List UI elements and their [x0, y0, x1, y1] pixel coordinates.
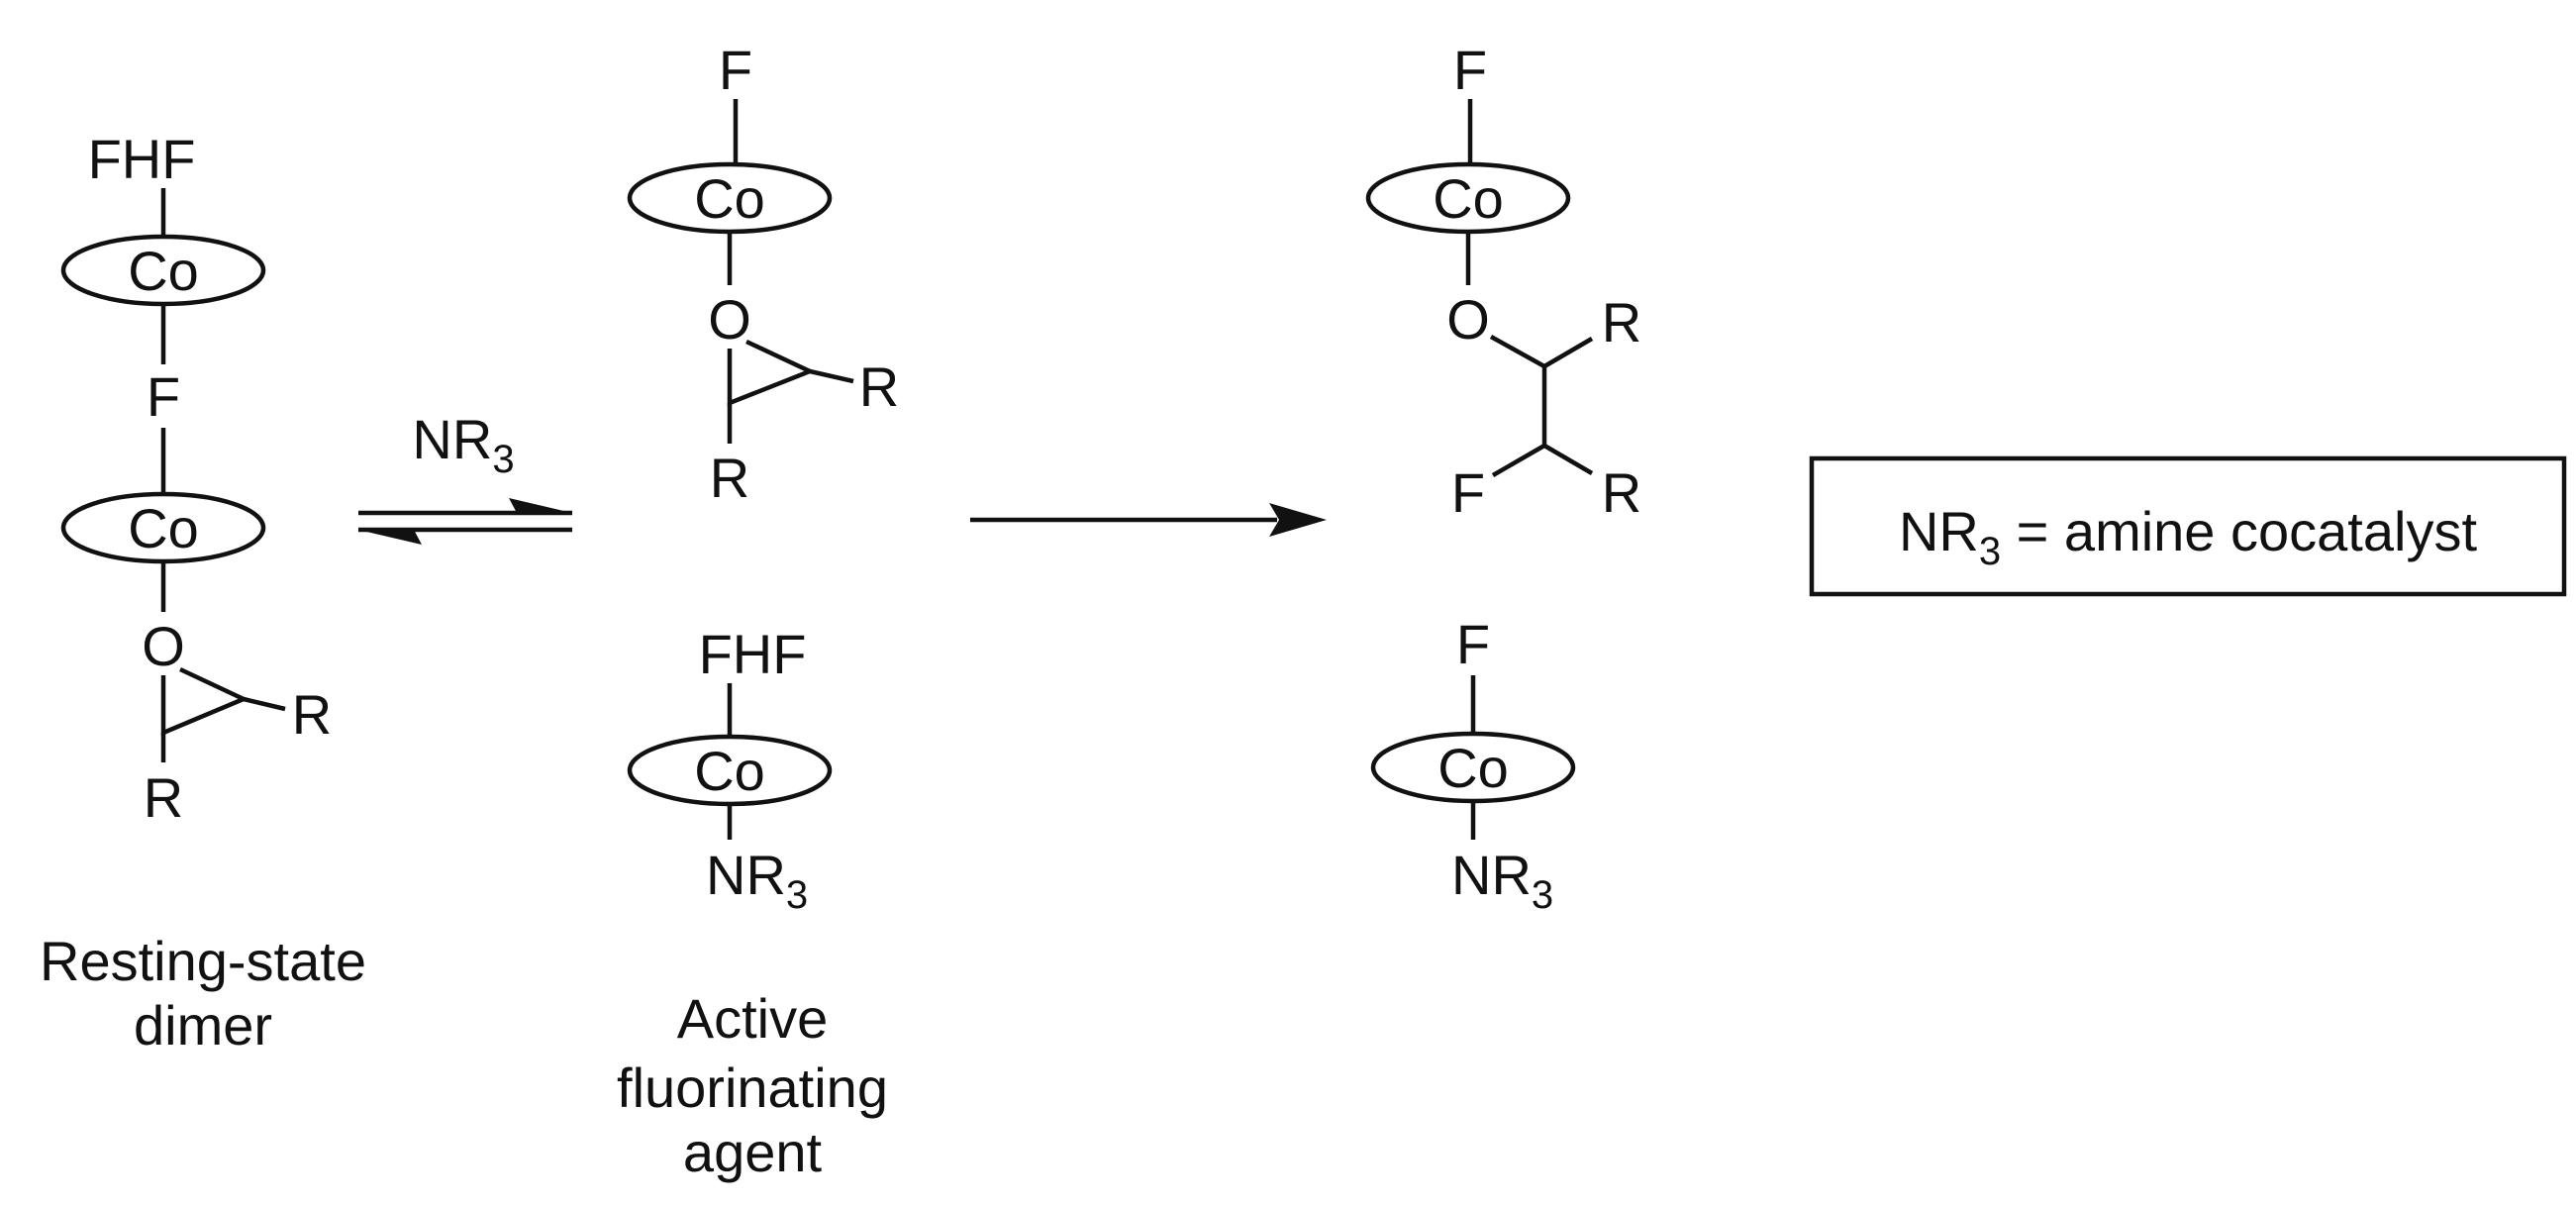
nr3-ligand-label: NR3 [1451, 844, 1553, 917]
caption-resting-line1: Resting-state [40, 930, 366, 992]
reaction-arrow-head [1269, 503, 1327, 537]
bond-c2-r [1542, 444, 1594, 475]
r-label: R [859, 355, 899, 418]
forward-arrow-half-head [509, 498, 572, 513]
equilibrium-arrows: NR3 [358, 408, 572, 545]
legend-frame [1809, 455, 2567, 597]
reaction-arrow [970, 503, 1327, 537]
resting-state-dimer: FHF Co F Co O R R [60, 128, 332, 829]
alkoxide-o-label: O [1446, 288, 1490, 351]
co-label: Co [1433, 167, 1504, 230]
nr3-reagent-label: NR3 [412, 408, 514, 481]
fluorohydrin-complex: F Co O R F R [1365, 39, 1641, 524]
f-label: F [1451, 461, 1485, 524]
resting-state-caption: Resting-state dimer [40, 930, 366, 1057]
active-agent-caption: Active fluorinating agent [617, 987, 888, 1183]
r-label: R [710, 447, 749, 509]
epoxide-o-label: O [708, 288, 751, 351]
bridging-f-label: F [147, 365, 180, 428]
fhf-label: FHF [699, 623, 807, 685]
bond-o-c1 [1489, 335, 1546, 368]
caption-resting-line2: dimer [134, 994, 272, 1057]
co-f-epoxide-complex: F Co O R R [627, 39, 899, 509]
co-label: Co [1437, 737, 1509, 799]
epoxide-o-label: O [142, 615, 185, 677]
nr3-ligand-label: NR3 [706, 844, 808, 917]
epoxide-ring-bonds [160, 666, 249, 737]
legend-text: NR3 = amine cocatalyst [1899, 500, 2477, 573]
r-label: R [144, 766, 183, 829]
epoxide-ring-bonds [727, 339, 816, 407]
legend-box: NR3 = amine cocatalyst [1809, 455, 2567, 597]
r-label: R [292, 683, 332, 746]
bond-epoxide-r [243, 696, 286, 712]
r-label: R [1602, 461, 1641, 524]
active-fluorinating-agent: FHF Co NR3 [627, 623, 833, 917]
co-f-amine-complex: F Co NR3 [1370, 613, 1576, 917]
reverse-arrow-half-head [358, 530, 422, 545]
caption-active-line2: fluorinating [617, 1057, 888, 1119]
co-label: Co [128, 240, 199, 302]
bond-c1-r [1542, 337, 1594, 368]
r-label: R [1602, 291, 1641, 353]
caption-active-line1: Active [677, 987, 829, 1050]
bond-epoxide-r [809, 368, 854, 384]
caption-active-line3: agent [683, 1121, 823, 1183]
fhf-label: FHF [88, 128, 196, 190]
f-label: F [1456, 613, 1490, 675]
bond-c2-f [1491, 444, 1546, 477]
co-label: Co [694, 740, 765, 802]
f-label: F [1453, 39, 1487, 101]
co-label: Co [694, 167, 765, 230]
f-label: F [719, 39, 752, 101]
co-label: Co [128, 497, 199, 559]
